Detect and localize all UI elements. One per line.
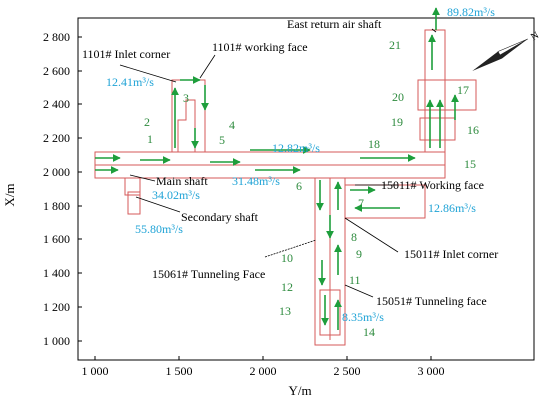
y-tick-label: 1 800 [43, 199, 70, 213]
working-1101-label: 1101# working face [212, 40, 308, 54]
point-label: 8 [351, 230, 357, 244]
point-label: 7 [358, 196, 364, 210]
x-tick-label: 2 000 [250, 364, 277, 378]
y-tick-label: 1 000 [43, 334, 70, 348]
compass-label: N [529, 30, 541, 43]
point-label: 14 [363, 325, 375, 339]
point-label: 5 [219, 133, 225, 147]
y-tick-label: 2 800 [43, 30, 70, 44]
airflow-arrows [95, 7, 459, 330]
point-label: 18 [368, 137, 380, 151]
y-tick-label: 2 400 [43, 97, 70, 111]
flow-low: 8.35m³/s [342, 310, 384, 324]
south-roadway [314, 178, 346, 346]
plot-frame [77, 17, 535, 361]
y-axis: 2 800 2 600 2 400 2 200 2 000 1 800 1 60… [2, 30, 82, 348]
main-shaft-roadway [124, 178, 141, 196]
east-return-label: East return air shaft [287, 17, 382, 31]
x-axis: 1 000 1 500 2 000 2 500 3 000 Y/m [82, 356, 445, 398]
flow-east: 89.82m³/s [447, 5, 495, 19]
point-label: 3 [183, 91, 189, 105]
point-label: 17 [457, 83, 469, 97]
flow-main-1: 34.02m³/s [152, 188, 200, 202]
point-label: 20 [392, 90, 404, 104]
point-label: 6 [296, 179, 302, 193]
point-label: 16 [467, 123, 479, 137]
roadway-network [94, 29, 477, 346]
tunneling-15061-label: 15061# Tunneling Face [152, 267, 265, 281]
flow-secondary: 55.80m³/s [135, 222, 183, 236]
point-label: 12 [281, 280, 293, 294]
point-label: 11 [349, 273, 361, 287]
secondary-shaft-outline [127, 191, 141, 215]
x-tick-label: 2 500 [334, 364, 361, 378]
leader-lines [119, 28, 437, 298]
y-axis-label: X/m [2, 183, 17, 206]
tunneling-15051-label: 15051# Tunneling face [376, 294, 487, 308]
y-tick-label: 1 400 [43, 266, 70, 280]
inlet-1101-label: 1101# Inlet corner [82, 47, 170, 61]
monitoring-points: 1 2 3 4 5 6 7 8 9 10 11 12 13 14 15 16 1… [144, 38, 479, 339]
point-label: 21 [389, 38, 401, 52]
main-shaft-label: Main shaft [156, 174, 208, 188]
point-label: 4 [229, 118, 235, 132]
x-tick-label: 1 000 [82, 364, 109, 378]
secondary-shaft-label: Secondary shaft [181, 210, 259, 224]
point-label: 13 [279, 304, 291, 318]
point-label: 2 [144, 115, 150, 129]
flow-1101: 12.41m³/s [106, 75, 154, 89]
point-label: 10 [281, 251, 293, 265]
y-tick-label: 1 200 [43, 300, 70, 314]
y-tick-label: 2 000 [43, 165, 70, 179]
point-label: 9 [356, 247, 362, 261]
flow-mid: 12.82m³/s [272, 141, 320, 155]
point-label: 19 [391, 115, 403, 129]
x-tick-label: 3 000 [418, 364, 445, 378]
location-labels: East return air shaft 1101# Inlet corner… [82, 17, 498, 308]
flow-main-2: 31.48m³/s [232, 174, 280, 188]
flow-values: 89.82m³/s 12.41m³/s 12.82m³/s 34.02m³/s … [106, 5, 495, 324]
north-compass: N [472, 30, 541, 71]
point-label: 15 [464, 157, 476, 171]
flow-15011: 12.86m³/s [428, 201, 476, 215]
y-tick-label: 2 200 [43, 131, 70, 145]
x-tick-label: 1 500 [166, 364, 193, 378]
y-tick-label: 1 600 [43, 232, 70, 246]
point-label: 1 [147, 132, 153, 146]
y-tick-label: 2 600 [43, 64, 70, 78]
inlet-15011-label: 15011# Inlet corner [404, 247, 498, 261]
x-axis-label: Y/m [288, 383, 311, 398]
working-15011-label: 15011# Working face [381, 178, 484, 192]
east-return-roadway [424, 29, 446, 152]
